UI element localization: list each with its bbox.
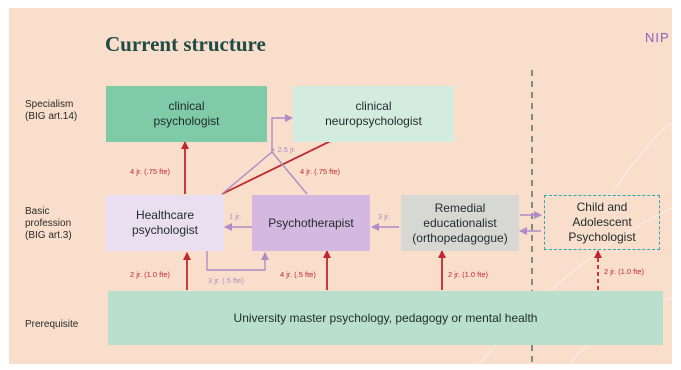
label-hp-to-pt: 3 jr. (.5 fte)	[208, 276, 244, 285]
row-label-prerequisite: Prerequisite	[25, 319, 79, 330]
box-psychotherapist: Psychotherapist	[252, 195, 370, 251]
row-label-specialism: Specialism (BIG art.14)	[25, 99, 78, 122]
box-clinical-psychologist: clinical psychologist	[106, 86, 267, 142]
slide: Current structure NIP Specialism (BIG ar…	[9, 8, 672, 364]
label-to-cnp-purple: + 2,5 jr.	[271, 145, 296, 154]
box-university-master: University master psychology, pedagogy o…	[108, 291, 663, 345]
label-uni-to-child: 2 jr. (1.0 fte)	[604, 267, 645, 276]
page-title: Current structure	[105, 32, 266, 56]
box-healthcare-psychologist: Healthcare psychologist	[106, 195, 224, 251]
label-uni-to-rem: 2 jr. (1.0 fte)	[448, 270, 489, 279]
label-uni-to-pt: 4 jr. (.5 fte)	[280, 270, 316, 279]
arrow-to-cnp-purple	[271, 114, 293, 152]
box-child-adolescent-psychologist: Child and Adolescent Psychologist	[544, 195, 660, 250]
box-remedial-educationalist: Remedial educationalist (orthopedagogue)	[401, 195, 519, 251]
nip-logo: NIP	[645, 30, 670, 45]
label-hp-to-cnp: 4 jr. (.75 fte)	[300, 167, 341, 176]
row-label-basic-profession: Basic profession (BIG art.3)	[25, 206, 72, 241]
arrow-hp-to-pt	[206, 251, 269, 271]
label-rem-to-pt: 3 jr.	[378, 212, 391, 221]
label-uni-to-hp: 2 jr. (1.0 fte)	[130, 270, 171, 279]
label-hp-to-cp: 4 jr. (.75 fte)	[130, 167, 171, 176]
box-clinical-neuropsychologist: clinical neuropsychologist	[293, 86, 454, 142]
label-pt-to-hp: 1 jr.	[229, 212, 242, 221]
